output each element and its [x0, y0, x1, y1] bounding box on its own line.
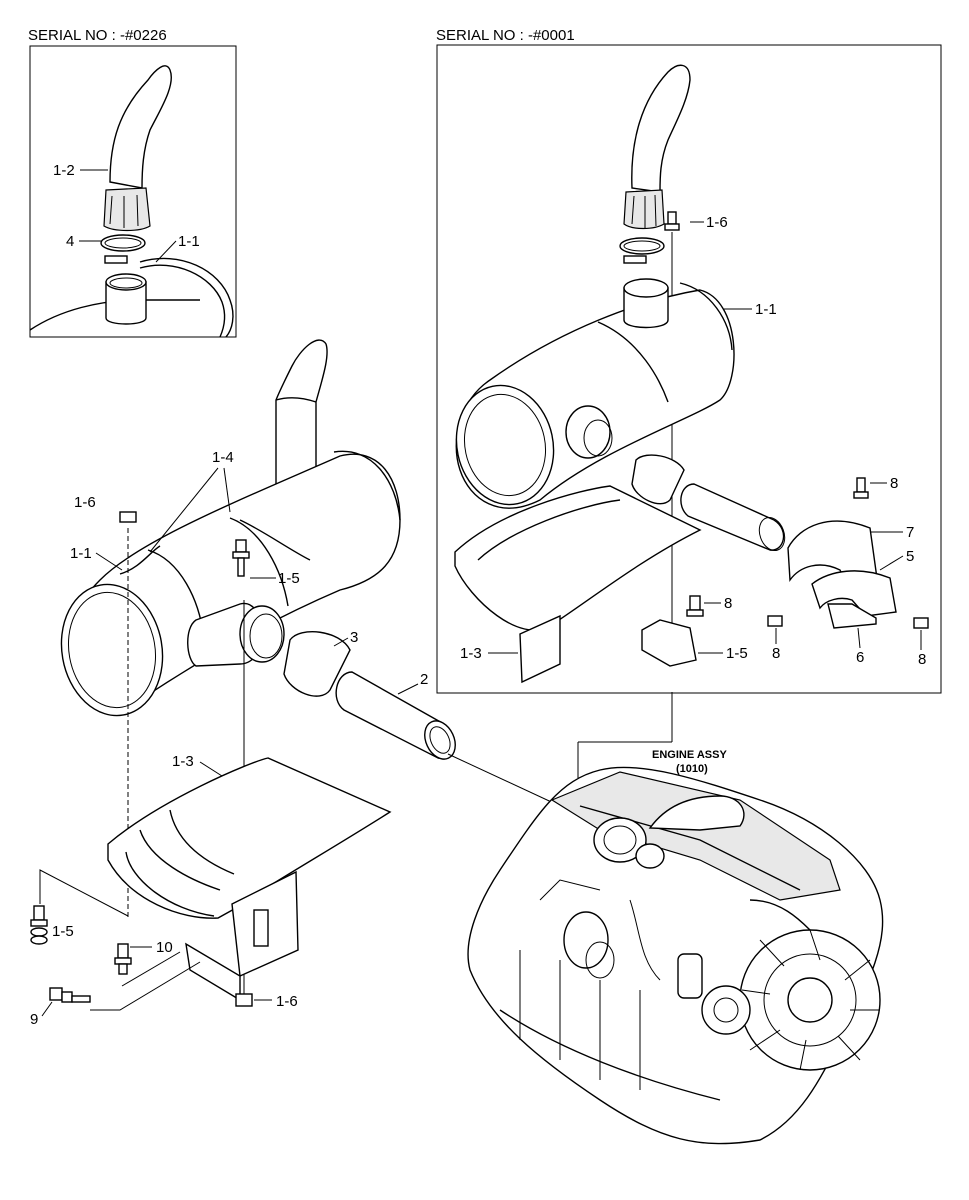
label-inset-right-8-a: 8 [890, 475, 898, 492]
label-main-2: 2 [420, 671, 428, 688]
inset-box-left: 1-2 4 1-1 [29, 45, 237, 338]
label-inset-right-6: 6 [856, 649, 864, 666]
label-inset-right-8-d: 8 [918, 651, 926, 668]
label-main-10: 10 [156, 939, 173, 956]
engine-assy-code: (1010) [676, 763, 708, 775]
label-inset-left-1-1: 1-1 [178, 233, 200, 250]
label-inset-right-1-6: 1-6 [706, 214, 728, 231]
label-main-9: 9 [30, 1011, 38, 1028]
label-inset-right-1-5: 1-5 [726, 645, 748, 662]
label-main-3: 3 [350, 629, 358, 646]
label-inset-right-1-3: 1-3 [460, 645, 482, 662]
label-inset-right-7: 7 [906, 524, 914, 541]
label-main-1-6-bot: 1-6 [276, 993, 298, 1010]
serial-header-right: SERIAL NO : -#0001 [436, 27, 575, 44]
label-main-1-5-top: 1-5 [278, 570, 300, 587]
label-main-1-3: 1-3 [172, 753, 194, 770]
label-main-1-5-bot: 1-5 [52, 923, 74, 940]
label-inset-right-1-1: 1-1 [755, 301, 777, 318]
label-inset-right-8-c: 8 [772, 645, 780, 662]
engine-assy-label: ENGINE ASSY [652, 749, 727, 761]
label-main-1-6-top: 1-6 [74, 494, 96, 511]
label-inset-left-4: 4 [66, 233, 74, 250]
label-inset-left-1-2: 1-2 [53, 162, 75, 179]
label-main-1-4: 1-4 [212, 449, 234, 466]
engine-assy: ENGINE ASSY (1010) [447, 692, 884, 1145]
label-inset-right-8-b: 8 [724, 595, 732, 612]
inset-box-right: 1-6 1-1 8 7 5 8 1-3 1-5 8 6 8 [436, 44, 942, 694]
label-inset-right-5: 5 [906, 548, 914, 565]
serial-header-left: SERIAL NO : -#0226 [28, 27, 167, 44]
label-main-1-1: 1-1 [70, 545, 92, 562]
main-muffler-assembly: 1-4 1-6 1-1 1-5 3 2 1-3 1-5 10 9 1-6 [30, 339, 456, 1028]
